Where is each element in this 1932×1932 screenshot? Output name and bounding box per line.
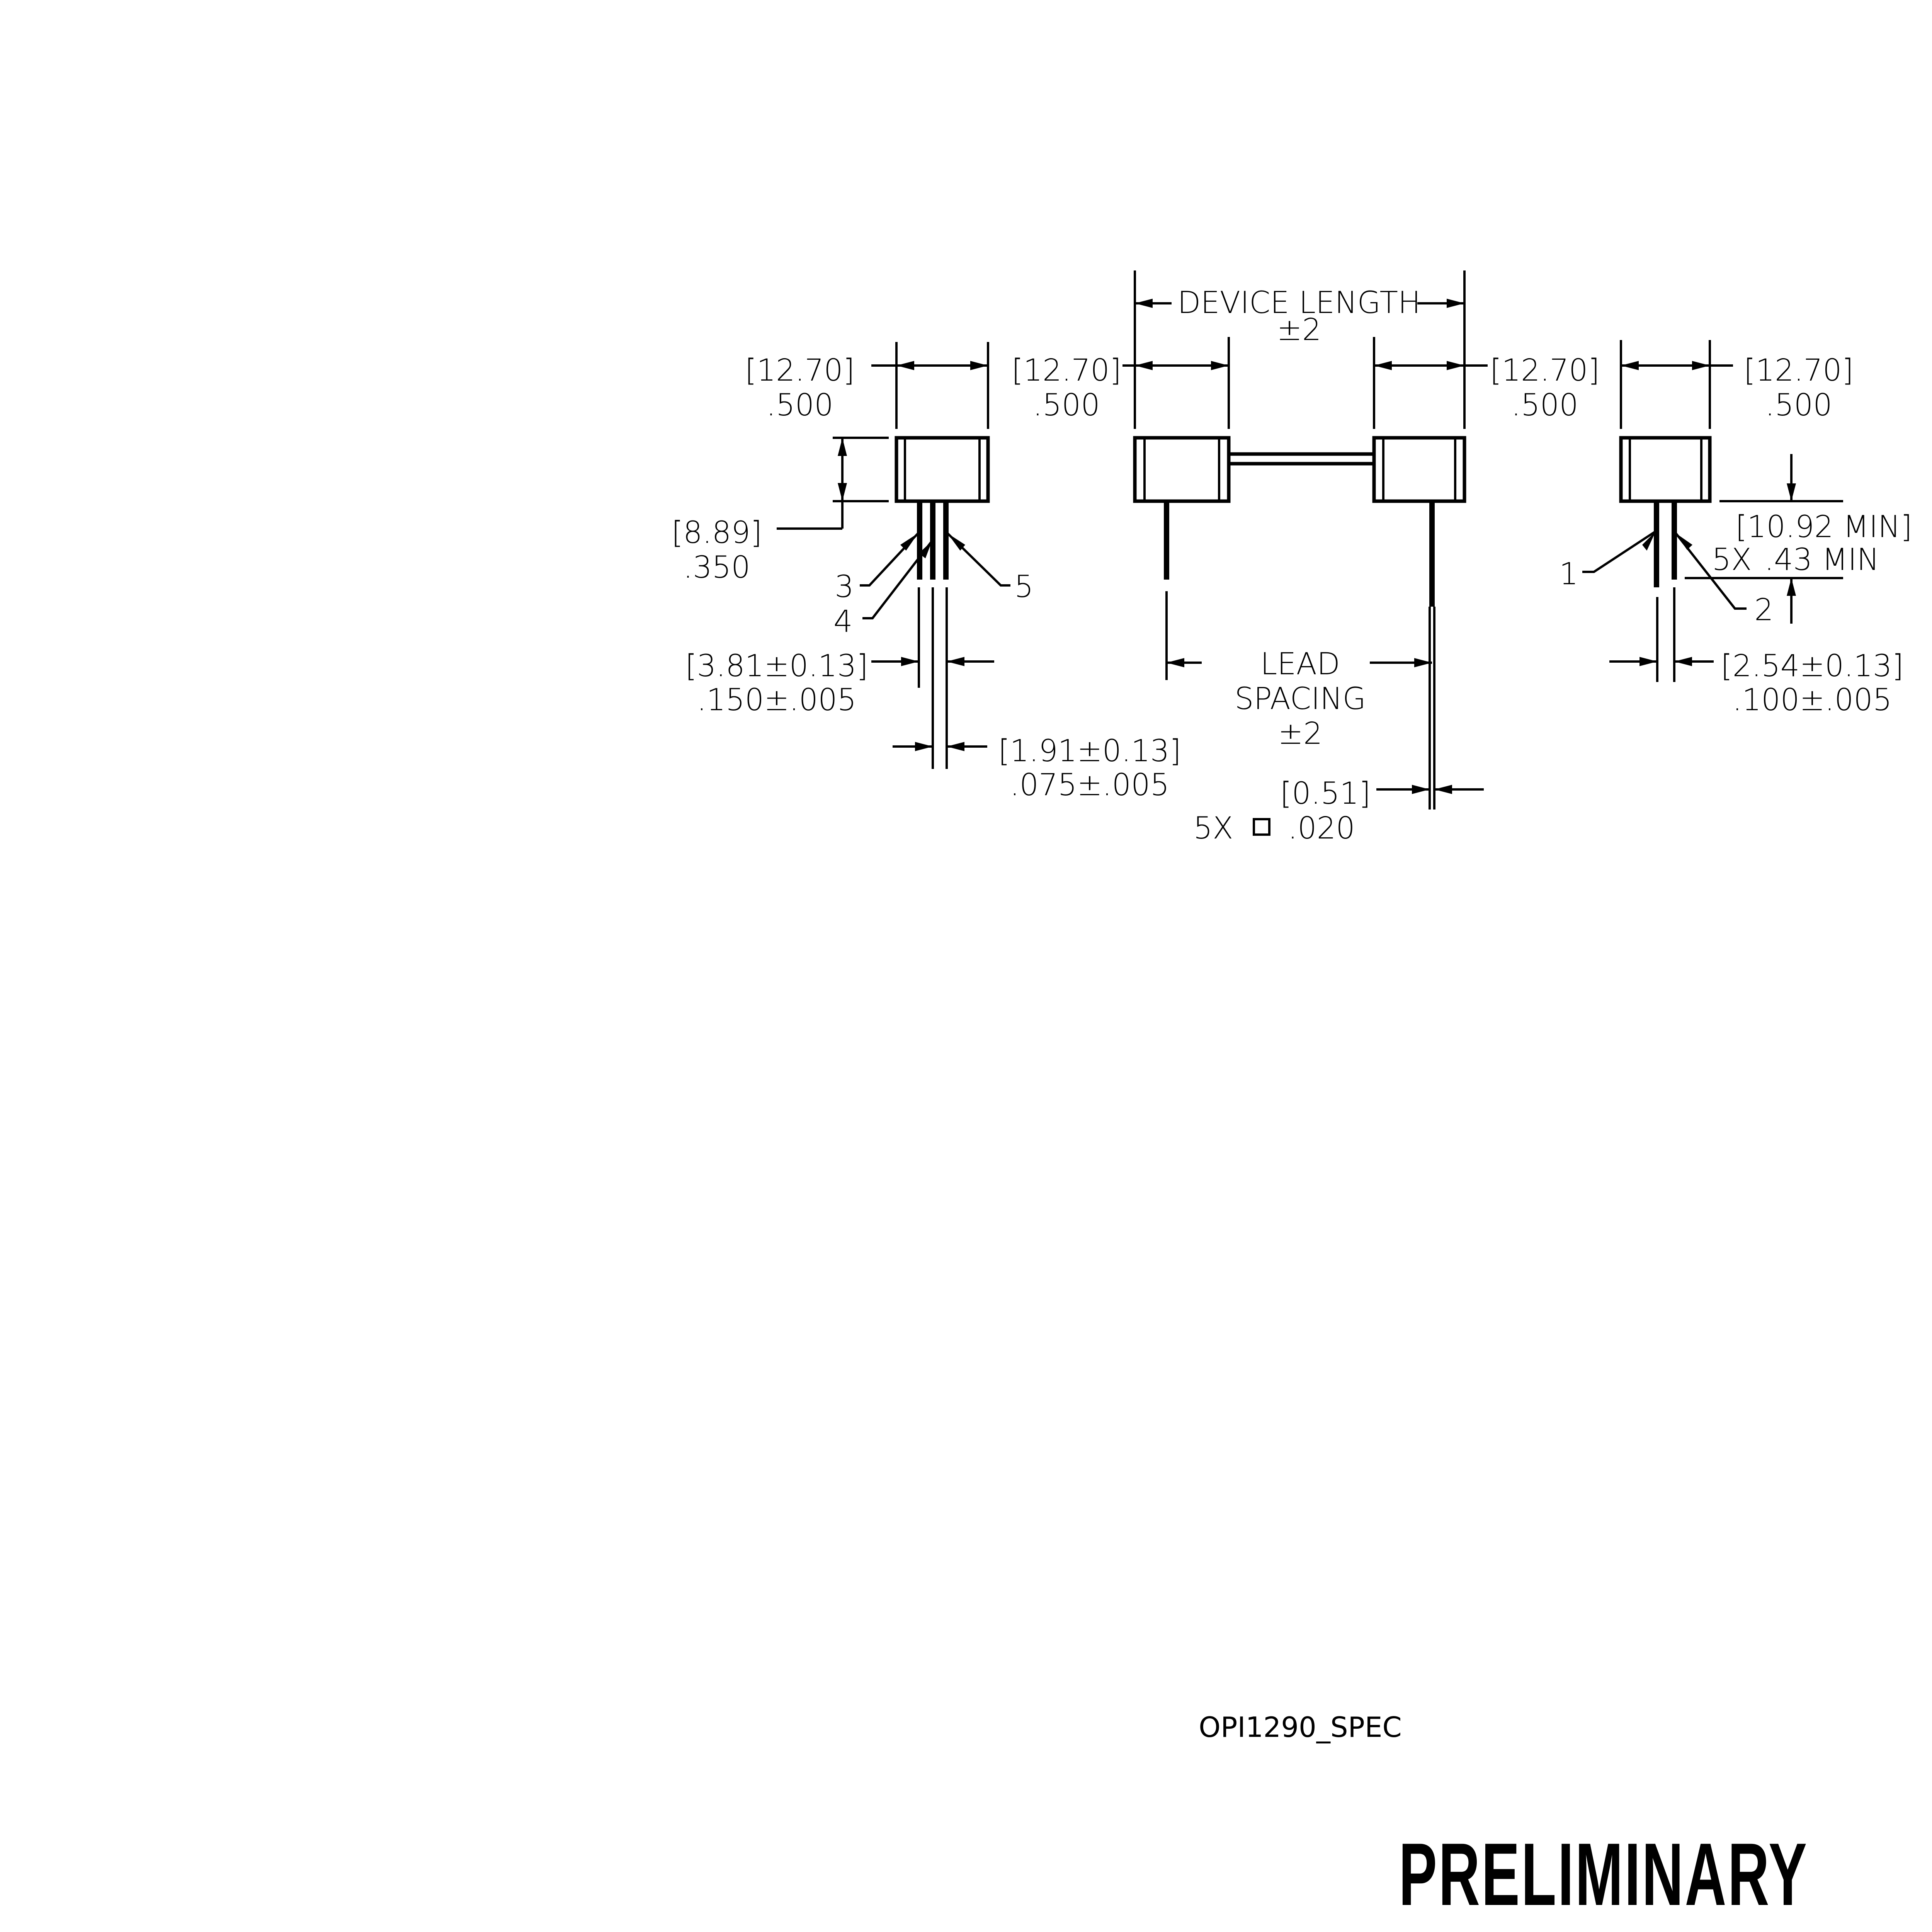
left-height-in: .350 — [683, 550, 750, 585]
left-view-inner-pitch-dimension: [1.91±0.13] .075±.005 — [893, 734, 1181, 803]
right-pitch-in: .100±.005 — [1733, 683, 1892, 718]
right-lead-length-qty: 5X — [1712, 543, 1752, 577]
front-right-width-in: .500 — [1511, 388, 1578, 423]
left-outer-pitch-in: .150±.005 — [697, 683, 857, 718]
pin-label-4: 4 — [833, 604, 853, 639]
left-inner-pitch-mm: [1.91±0.13] — [998, 734, 1181, 769]
front-left-body — [1133, 436, 1231, 503]
left-view: [12.70] .500 [8.89] .350 3 4 5 — [672, 342, 1181, 803]
front-view: DEVICE LENGTH ±2 [12.70] .500 [12.70] .5… — [1012, 270, 1600, 846]
left-view-pin-callouts: 3 4 5 — [833, 532, 1034, 639]
right-lead-length-mm: [10.92 MIN] — [1735, 510, 1912, 544]
right-view-body — [1619, 436, 1712, 503]
front-left-width-mm: [12.70] — [1012, 353, 1121, 388]
lead-size-dimension: [0.51] 5X .020 — [1193, 776, 1484, 846]
preliminary-watermark: PRELIMINARY — [1399, 1825, 1808, 1924]
front-right-body-width-dimension: [12.70] .500 — [1373, 337, 1600, 429]
right-view-lead-length-dimension: [10.92 MIN] 5X .43 MIN — [1685, 454, 1912, 624]
right-width-in: .500 — [1765, 388, 1832, 423]
front-left-body-width-dimension: [12.70] .500 — [1012, 337, 1230, 429]
lead-spacing-line2: SPACING — [1235, 682, 1366, 716]
pin-label-3: 3 — [835, 570, 854, 604]
left-view-outer-pitch-dimension: [3.81±0.13] .150±.005 — [685, 649, 994, 718]
right-view-leads — [1654, 501, 1677, 682]
device-length-dimension: DEVICE LENGTH ±2 — [1134, 270, 1466, 429]
device-length-tolerance: ±2 — [1277, 313, 1321, 347]
right-view-width-dimension: [12.70] .500 — [1620, 340, 1854, 429]
left-view-leads — [917, 501, 949, 769]
front-right-width-mm: [12.70] — [1490, 353, 1600, 388]
lead-size-in: .020 — [1288, 811, 1355, 846]
left-outer-pitch-mm: [3.81±0.13] — [685, 649, 868, 684]
lead-spacing-dimension: LEAD SPACING ±2 — [1165, 591, 1432, 751]
part-spec-label: OPI1290_SPEC — [1199, 1711, 1401, 1743]
left-height-mm: [8.89] — [672, 515, 762, 550]
pin-label-1: 1 — [1559, 557, 1578, 592]
lead-size-mm: [0.51] — [1280, 776, 1371, 811]
left-view-width-dimension: [12.70] .500 — [745, 342, 989, 429]
pin-label-5: 5 — [1014, 570, 1034, 604]
right-pitch-mm: [2.54±0.13] — [1721, 649, 1904, 684]
lead-spacing-tolerance: ±2 — [1278, 716, 1323, 751]
left-width-in: .500 — [766, 388, 833, 423]
square-symbol-icon — [1253, 818, 1270, 836]
device-length-label: DEVICE LENGTH — [1177, 286, 1420, 320]
right-lead-length-in: .43 MIN — [1764, 543, 1879, 577]
right-width-mm: [12.70] — [1744, 353, 1854, 388]
left-inner-pitch-in: .075±.005 — [1010, 768, 1170, 803]
front-right-body — [1372, 436, 1466, 503]
left-view-height-dimension: [8.89] .350 — [672, 437, 889, 585]
right-view-pitch-dimension: [2.54±0.13] .100±.005 — [1609, 649, 1904, 718]
left-view-body — [895, 436, 990, 503]
pin-label-2: 2 — [1754, 593, 1774, 628]
right-view-pin-callouts: 1 2 — [1559, 530, 1774, 628]
right-view: [12.70] .500 [10.92 MIN] 5X .43 MIN 1 2 — [1559, 340, 1912, 718]
left-width-mm: [12.70] — [745, 353, 855, 388]
lead-size-qty: 5X — [1193, 811, 1233, 846]
front-left-width-in: .500 — [1033, 388, 1100, 423]
lead-spacing-line1: LEAD — [1260, 647, 1340, 682]
